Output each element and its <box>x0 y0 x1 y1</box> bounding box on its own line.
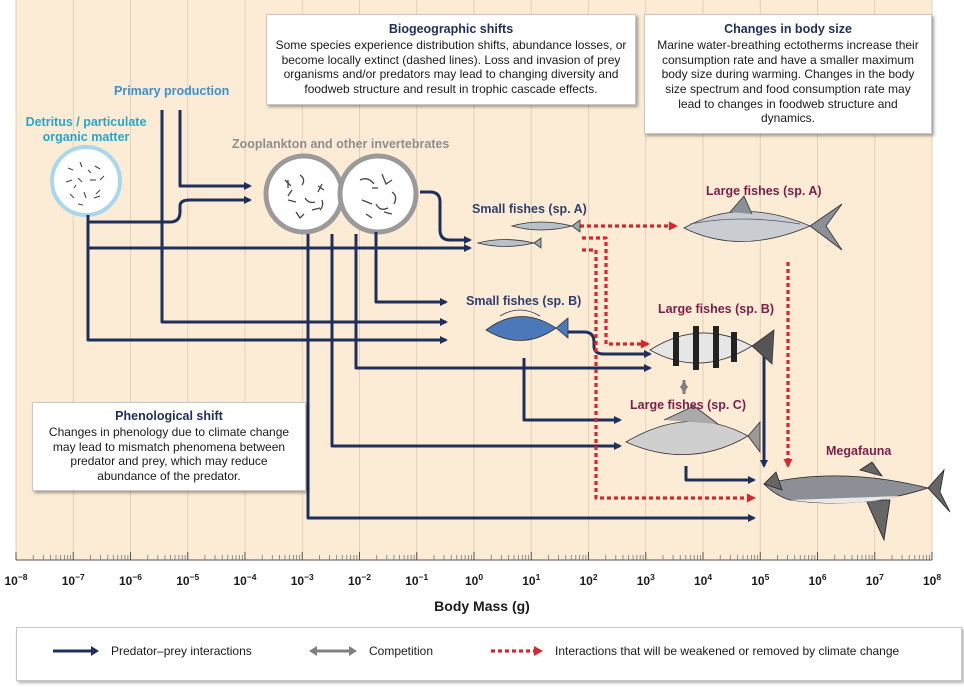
small-fish-b-drawing <box>485 309 569 341</box>
arrow-zoo-smallB <box>374 232 448 306</box>
x-tick-label: 108 <box>922 572 942 588</box>
biogeographic-shifts-box: Biogeographic shifts Some species experi… <box>266 14 636 105</box>
zooplankton-circle-2 <box>337 153 419 235</box>
x-tick-label: 104 <box>693 572 713 588</box>
legend-grey-double-arrow-icon <box>309 646 357 656</box>
body-size-text: Marine water-breathing ectotherms increa… <box>657 38 919 126</box>
arrow-largeC-megafauna <box>684 466 756 484</box>
x-tick-label: 103 <box>636 572 655 588</box>
arrow-zoo-megafauna <box>306 234 756 522</box>
x-tick-label: 10−7 <box>61 572 85 588</box>
x-tick-label: 10−4 <box>233 572 257 588</box>
legend-red-dashed-arrow-icon <box>491 646 543 656</box>
x-tick-label: 107 <box>865 572 884 588</box>
detritus-circle <box>50 145 122 217</box>
label-small-fish-b: Small fishes (sp. B) <box>466 294 582 308</box>
x-tick-label: 10−5 <box>176 572 200 588</box>
arrow-smallB-largeC <box>522 358 622 424</box>
label-small-fish-a: Small fishes (sp. A) <box>472 202 587 216</box>
minor-ticks <box>15 552 933 560</box>
x-tick-label: 106 <box>808 572 827 588</box>
arrow-zoo-largeB <box>354 234 652 372</box>
label-large-fish-a: Large fishes (sp. A) <box>706 184 822 198</box>
small-fish-a-drawing <box>476 219 581 249</box>
arrow-zoo-smallA <box>420 190 472 244</box>
arrow-smallB-largeB <box>566 330 652 358</box>
label-primary-production: Primary production <box>114 84 230 98</box>
label-detritus: Detritus / particulate organic matter <box>25 115 147 144</box>
label-zooplankton: Zooplankton and other invertebrates <box>232 137 450 151</box>
x-tick-label: 10−8 <box>4 572 28 588</box>
dashed-smallA-megafauna <box>582 248 756 503</box>
x-tick-label: 102 <box>579 572 598 588</box>
x-tick-label: 10−3 <box>290 572 314 588</box>
phenological-shift-box: Phenological shift Changes in phenology … <box>32 402 306 491</box>
megafauna-shark-drawing <box>763 461 951 542</box>
x-tick-label: 10−2 <box>347 572 372 588</box>
arrow-detritus-zoo <box>86 196 252 224</box>
arrow-zoo-largeC <box>330 234 622 450</box>
predator-prey-arrows <box>86 110 768 522</box>
legend-navy-arrow-icon <box>53 646 99 656</box>
phenological-shift-title: Phenological shift <box>115 409 223 423</box>
x-tick-label: 100 <box>464 572 484 588</box>
legend-item-competition: Competition <box>307 644 433 658</box>
arrow-primary-zoo <box>178 110 252 190</box>
legend-item-predator-prey: Predator–prey interactions <box>51 644 252 658</box>
legend-item-weakened: Interactions that will be weakened or re… <box>489 644 899 658</box>
dashed-smallA-largeB <box>582 236 650 349</box>
x-tick-label: 105 <box>751 572 770 588</box>
zooplankton-circle-1 <box>263 153 345 235</box>
arrow-primary-smallB <box>160 110 448 326</box>
arrow-detritus-smallB <box>86 248 448 344</box>
label-megafauna: Megafauna <box>826 444 892 458</box>
x-tick-label: 10−1 <box>405 572 429 588</box>
legend-label-weakened: Interactions that will be weakened or re… <box>555 644 900 658</box>
legend-label-competition: Competition <box>369 644 434 658</box>
large-fish-a-drawing <box>683 195 843 251</box>
body-size-title: Changes in body size <box>724 22 852 36</box>
x-tick-label: 10−6 <box>118 572 143 588</box>
biogeographic-shifts-text: Some species experience distribution shi… <box>275 38 627 96</box>
weakened-arrows <box>580 221 793 503</box>
phenological-shift-text: Changes in phenology due to climate chan… <box>48 425 290 483</box>
label-large-fish-b: Large fishes (sp. B) <box>658 302 774 316</box>
large-fish-b-drawing <box>649 326 775 370</box>
x-axis-label: Body Mass (g) <box>434 598 530 614</box>
label-large-fish-c: Large fishes (sp. C) <box>630 398 746 412</box>
legend-label-predator-prey: Predator–prey interactions <box>111 644 252 658</box>
x-tick-label: 101 <box>522 572 541 588</box>
biogeographic-shifts-title: Biogeographic shifts <box>388 22 514 36</box>
legend: Predator–prey interactions Competition I… <box>16 627 962 681</box>
body-size-box: Changes in body size Marine water-breath… <box>644 14 932 134</box>
large-fish-c-drawing <box>625 405 761 455</box>
